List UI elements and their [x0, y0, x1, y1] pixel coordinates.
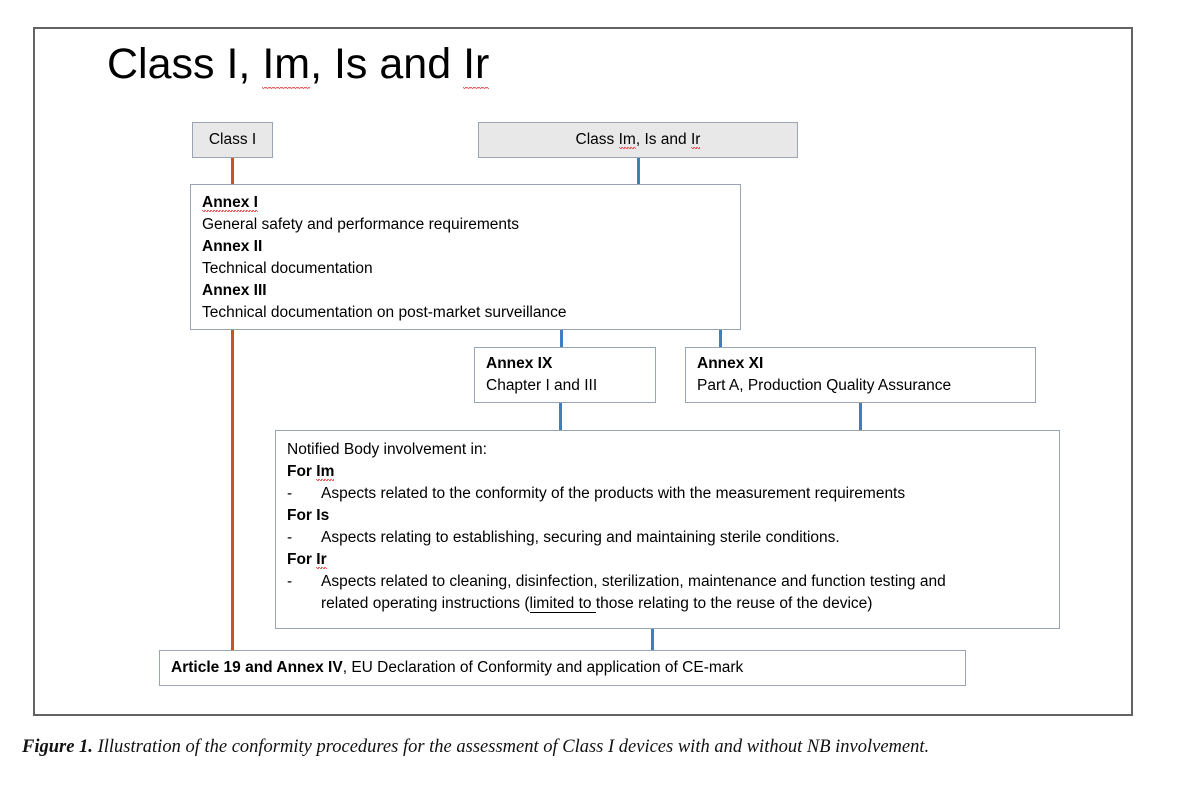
annex-ix-text: Chapter I and III [486, 377, 598, 394]
nb-group-2-bullet-1: - Aspects relating to establishing, secu… [287, 527, 1048, 549]
node-notified-body-involvement[interactable]: Notified Body involvement in: For Im - A… [275, 430, 1060, 629]
nb-bullet-text: Aspects related to cleaning, disinfectio… [321, 573, 946, 590]
nb-group-3-bullet-1-wrap: related operating instructions (limited … [321, 595, 873, 613]
node-annex-ix[interactable]: Annex IX Chapter I and III [474, 347, 656, 403]
connector-class-i-to-annex [231, 158, 234, 184]
nb-group-3-heading: For Ir [287, 551, 327, 569]
connector-annex-to-annex-xi [719, 330, 722, 348]
connector-class-i-spine-to-article-19 [231, 330, 234, 650]
diagram-title: Class I, Im, Is and Ir [107, 40, 490, 89]
annex-row-3-heading: Annex III [202, 282, 267, 299]
nb-bullet-marker: - [287, 485, 293, 502]
connector-annex-ix-to-notified-body [559, 403, 562, 430]
nb-bullet-marker: - [287, 573, 293, 590]
annex-row-1-heading: Annex I [202, 194, 258, 212]
node-class-i[interactable]: Class I [192, 122, 273, 158]
figure-caption: Figure 1. Illustration of the conformity… [22, 733, 1162, 761]
node-annex-block[interactable]: Annex I General safety and performance r… [190, 184, 741, 330]
connector-annex-xi-to-notified-body [859, 403, 862, 430]
node-class-i-label: Class I [208, 131, 257, 148]
annex-row-2-text: Technical documentation [202, 260, 373, 277]
figure-caption-text: Illustration of the conformity procedure… [97, 737, 930, 757]
conformity-procedure-diagram: Class I, Im, Is and Ir Class I Class Im,… [35, 29, 1131, 714]
node-annex-xi[interactable]: Annex XI Part A, Production Quality Assu… [685, 347, 1036, 403]
nb-bullet-marker: - [287, 529, 293, 546]
nb-group-3-bullet-1: - Aspects related to cleaning, disinfect… [287, 571, 1048, 593]
node-class-im-is-ir-label: Class Im, Is and Ir [575, 131, 701, 149]
connector-class-im-to-annex [637, 158, 640, 184]
connector-notified-body-to-article-19 [651, 629, 654, 650]
annex-row-3-text: Technical documentation on post-market s… [202, 304, 567, 321]
nb-group-1-heading: For Im [287, 463, 335, 481]
article-19-text: Article 19 and Annex IV, EU Declaration … [171, 659, 744, 676]
annex-xi-heading: Annex XI [697, 355, 764, 372]
node-class-im-is-ir[interactable]: Class Im, Is and Ir [478, 122, 798, 158]
nb-group-1-bullet-1: - Aspects related to the conformity of t… [287, 483, 1048, 505]
node-article-19[interactable]: Article 19 and Annex IV, EU Declaration … [159, 650, 966, 686]
figure-frame: Class I, Im, Is and Ir Class I Class Im,… [33, 27, 1133, 716]
nb-group-2-heading: For Is [287, 507, 330, 524]
nb-bullet-text: Aspects relating to establishing, securi… [321, 529, 840, 546]
figure-caption-label: Figure 1. [22, 737, 93, 757]
annex-row-1-text: General safety and performance requireme… [202, 216, 520, 233]
annex-row-2-heading: Annex II [202, 238, 263, 255]
annex-ix-heading: Annex IX [486, 355, 553, 372]
nb-intro: Notified Body involvement in: [287, 441, 487, 458]
nb-bullet-text: Aspects related to the conformity of the… [321, 485, 906, 502]
connector-annex-to-annex-ix [560, 330, 563, 348]
annex-xi-text: Part A, Production Quality Assurance [697, 377, 952, 394]
